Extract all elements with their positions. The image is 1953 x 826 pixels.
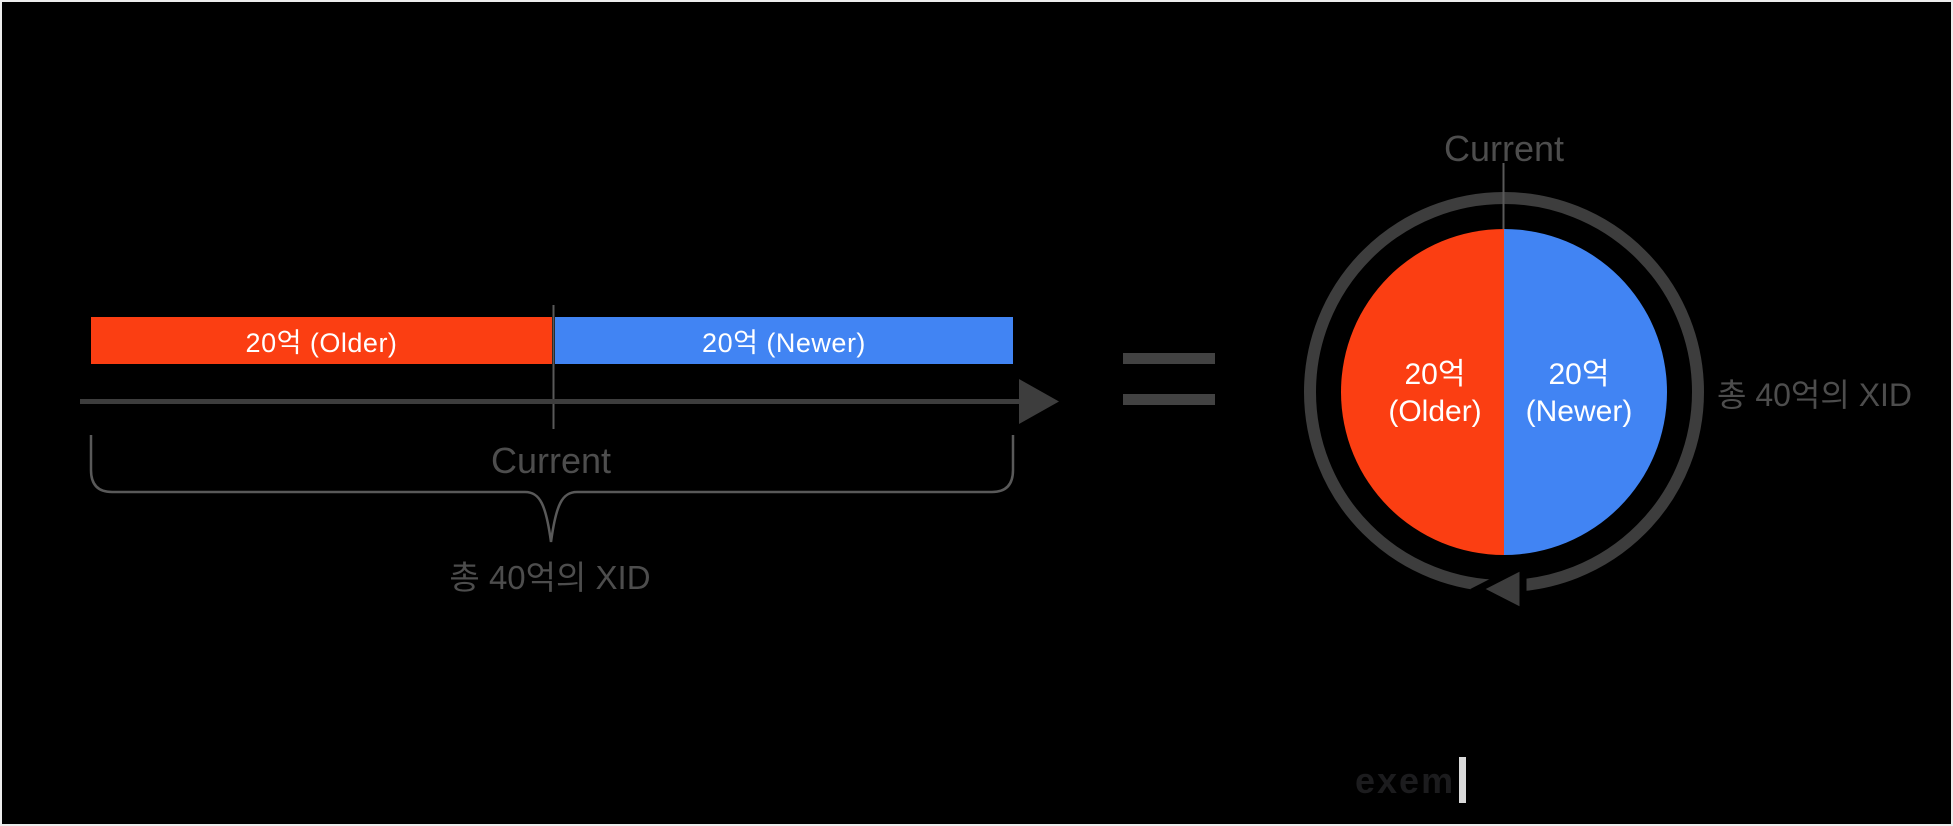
pie-older-value: 20억 — [1404, 358, 1466, 391]
equals-bar-bottom — [1123, 394, 1215, 405]
equals-sign — [1123, 353, 1215, 405]
current-label-left: Current — [490, 440, 612, 481]
total-xid-label-circle: 총 40억의 XID — [1717, 377, 1913, 413]
pie-newer-label: 20억 (Newer) — [1479, 355, 1679, 431]
rotation-arrowhead-icon — [1470, 560, 1527, 618]
total-range-brace — [89, 435, 1015, 543]
pie-newer-half — [1504, 229, 1667, 555]
equals-bar-top — [1123, 353, 1215, 364]
pie-newer-name: (Newer) — [1525, 395, 1633, 428]
exem-logo: exem — [1355, 760, 1456, 801]
pie-older-half — [1341, 229, 1504, 555]
pie-newer-value: 20억 — [1548, 358, 1610, 391]
newer-xid-bar: 20억 (Newer) — [555, 317, 1013, 364]
older-xid-bar: 20억 (Older) — [91, 317, 552, 364]
timeline-arrowhead-icon — [1019, 379, 1059, 424]
pie-older-name: (Older) — [1388, 395, 1482, 428]
current-label-circle: Current — [1443, 128, 1565, 169]
total-xid-label-left: 총 40억의 XID — [449, 559, 651, 596]
logo-divider-bar — [1459, 757, 1466, 803]
pie-older-label: 20억 (Older) — [1335, 355, 1535, 431]
